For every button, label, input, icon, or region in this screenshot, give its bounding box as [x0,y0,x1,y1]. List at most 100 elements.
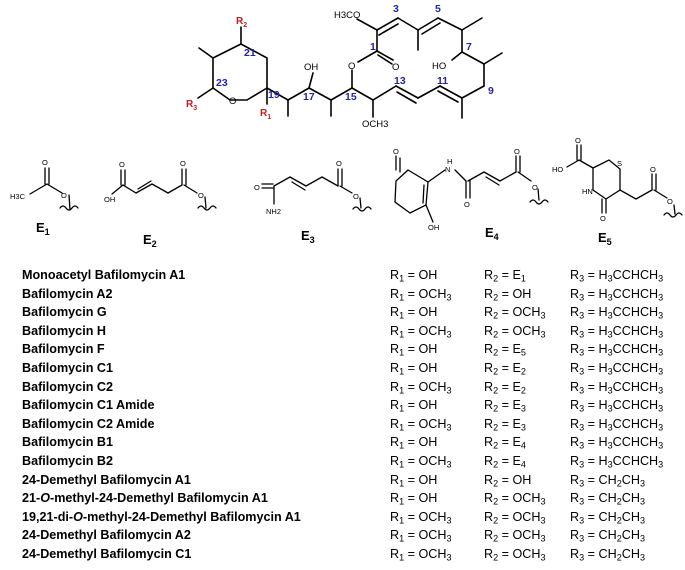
table-cell-value: OCH3 [512,546,546,563]
table-cell-value: H3CCHCH3 [598,323,664,340]
table-cell-value: OH [512,286,532,301]
table-cell-r3: R3 = CH2CH3 [570,546,646,563]
position-number: 5 [435,3,441,15]
table-cell-r2: R2 = OCH3 [484,528,546,545]
e4-attachment-wave [529,199,549,205]
compound-name: Bafilomycin C1 [22,360,113,375]
table-cell-r1: R1 = OH [390,360,438,377]
c1-carbonyl-double [377,54,393,65]
table-cell-r2: R2 = E3 [484,416,526,433]
c12-c13-double-inner [396,91,417,104]
e3-attachment-wave [352,206,372,212]
c10-c11-double [439,85,463,99]
position-number: 13 [394,75,406,87]
e2-atom: OH [104,195,115,204]
e5-bond [578,159,594,169]
table-cell-value: OCH3 [512,323,546,340]
e2-bond [122,184,137,194]
position-number: 11 [437,75,448,87]
e3-bond [321,176,339,187]
methoxy-14-label: OCH3 [362,119,388,130]
compound-name: Bafilomycin G [22,305,107,320]
table-cell-value: OCH3 [512,509,546,526]
e2-label: E2 [143,232,157,249]
e2-bond [137,180,152,190]
substituent-e4: O N H O O OH O E4 [393,147,549,242]
e4-oh-bond [425,204,434,223]
e5-bond [619,189,637,200]
table-cell-value: CH2CH3 [598,546,646,563]
c17-hydroxyl-label: OH [304,62,318,73]
e2-bond [204,196,207,209]
table-cell-r2: R2 = OCH3 [484,305,546,321]
e4-atom: O [464,200,470,209]
e2-atom: O [198,191,204,200]
table-cell-value: H3CCHCH3 [598,268,664,284]
table-cell-r3: R3 = H3CCHCH3 [570,268,664,284]
table-cell-r3: R3 = H3CCHCH3 [570,398,664,414]
e4-n-c-bond [454,169,467,182]
table-cell-r2: R2 = E2 [484,360,526,377]
table-cell-value: E3 [512,416,526,433]
table-cell-r1: R1 = OCH3 [390,416,452,433]
e3-bond [359,197,362,209]
e3-atom: O [353,192,359,201]
e4-atom: O [532,183,538,192]
position-number: 23 [216,77,228,89]
table-cell-value: OCH3 [512,491,546,507]
c22-methyl-bond [198,47,214,59]
table-cell-value: OH [418,472,438,487]
table-cell-value: OCH3 [418,546,452,563]
table-cell-r3: R3 = H3CCHCH3 [570,305,664,321]
e1-atom: O [61,191,67,200]
substituent-e3: O NH2 O O E3 [254,159,372,245]
table-cell-r2: R2 = E4 [484,435,526,452]
pyran-ring-bonds [212,43,268,101]
position-number: 7 [466,41,472,53]
e5-atom: O [650,165,656,174]
e4-atom: O [393,147,399,156]
table-cell-value: OH [418,342,438,357]
table-cell-value: E2 [512,379,526,396]
table-cell-r1: R1 = OH [390,268,438,284]
table-cell-r3: R3 = H3CCHCH3 [570,416,664,433]
r3-label: R3 [186,99,197,112]
e4-ring-double [422,184,425,204]
table-cell-value: OH [418,268,438,282]
table-cell-r3: R3 = CH2CH3 [570,509,646,526]
e3-bond [273,176,291,187]
table-cell-r3: R3 = CH2CH3 [570,528,646,545]
table-cell-value: H3CCHCH3 [598,342,664,359]
table-cell-value: E4 [512,435,526,452]
e2-bond [167,184,183,194]
table-cell-r1: R1 = OCH3 [390,286,452,303]
e4-n-bond [427,169,446,183]
compound-name: 21-O-methyl-24-Demethyl Bafilomycin A1 [22,491,268,506]
compound-name: Bafilomycin C2 Amide [22,416,155,431]
c7-hydroxyl-label: HO [432,61,446,72]
carbonyl-oxygen-label: O [392,62,399,73]
position-number: 15 [345,91,357,103]
e2-atom: O [180,159,186,168]
compound-name: Bafilomycin A2 [22,286,113,301]
e5-bond [635,189,653,200]
e1-atom: O [42,158,48,167]
table-cell-value: CH2CH3 [598,528,646,545]
c23-r3-bond [197,87,214,99]
e3-bond [289,176,307,187]
e2-bond [135,183,153,194]
substituent-e1: O O H3C E1 [10,158,79,237]
e4-atom: O [514,147,520,156]
table-cell-value: H3CCHCH3 [598,416,664,433]
c2-c3-double [376,17,399,31]
c11-c12-bond [417,85,441,99]
compound-name: Bafilomycin F [22,342,105,357]
compound-name: 24-Demethyl Bafilomycin A2 [22,528,191,543]
e2-bond [151,183,169,194]
e1-atom: H3C [10,192,26,201]
e3-bond [291,181,306,191]
e5-bond [673,204,676,215]
